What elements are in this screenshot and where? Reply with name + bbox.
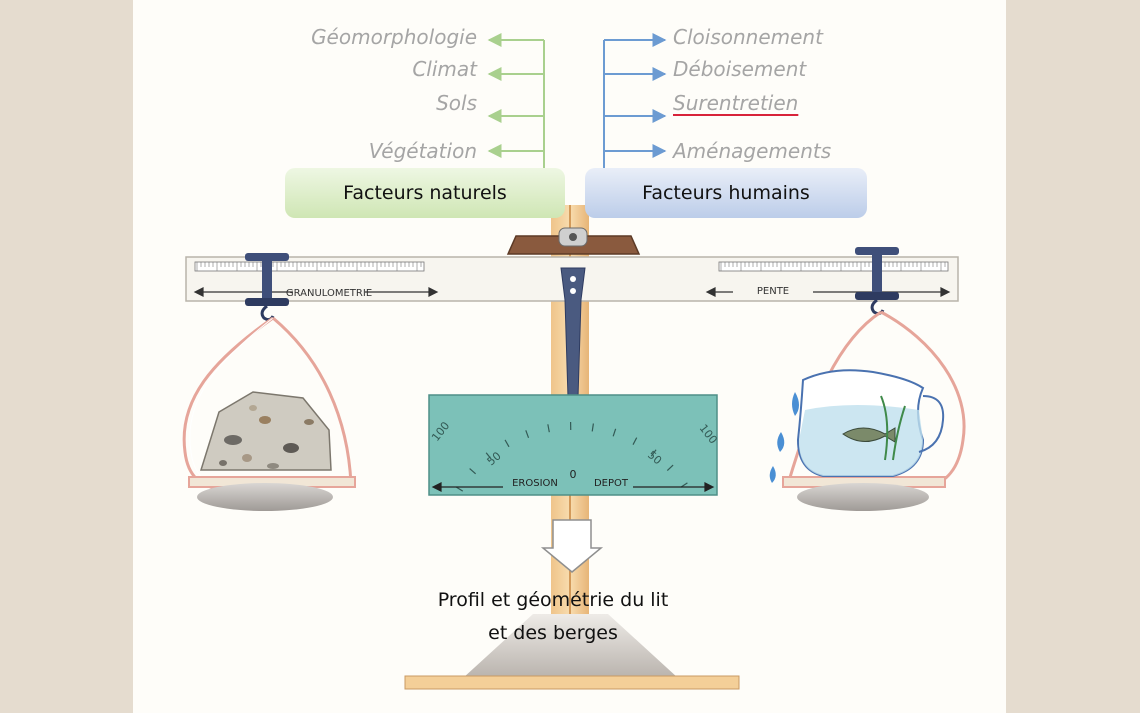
- human-factor-deboisement: Déboisement: [673, 57, 807, 81]
- natural-factor-sols: Sols: [436, 91, 477, 115]
- beam-right-label: PENTE: [757, 286, 789, 297]
- gauge-tick: [504, 439, 510, 448]
- water-jug: [796, 369, 945, 477]
- gauge-center-value: 0: [570, 468, 577, 481]
- right-slider: [855, 247, 899, 316]
- human-arrows: [603, 33, 667, 168]
- outcome-line-2: et des berges: [488, 622, 618, 644]
- outcome-arrow: [540, 519, 604, 573]
- balance-illustration: GRANULOMETRIE PENTE: [182, 33, 966, 690]
- natural-factor-climat: Climat: [412, 57, 477, 81]
- base-plate: [404, 675, 740, 690]
- scale-base: [463, 614, 678, 678]
- erosion-depot-gauge: [428, 394, 718, 496]
- natural-factors-title: Facteurs naturels: [343, 182, 507, 204]
- human-factors-box: Facteurs humains: [585, 168, 867, 218]
- beam-left-scale: [194, 261, 425, 272]
- beam-left-label: GRANULOMETRIE: [286, 288, 372, 299]
- left-pan: [182, 316, 356, 511]
- scale-diagram: GRANULOMETRIE PENTE: [133, 0, 1006, 713]
- outcome-text: Profil et géométrie du lit et des berges: [403, 584, 703, 650]
- natural-factor-vegetation: Végétation: [368, 139, 477, 163]
- gauge-tick: [485, 452, 492, 460]
- gauge-tick: [666, 464, 674, 471]
- beam-right-scale: [718, 261, 949, 272]
- outcome-line-1: Profil et géométrie du lit: [437, 589, 669, 611]
- natural-arrows: [487, 33, 545, 168]
- natural-factor-geomorphologie: Géomorphologie: [311, 25, 477, 49]
- sediment-rock: [199, 391, 332, 471]
- water-drops: [769, 392, 799, 483]
- gauge-left-label: EROSION: [512, 478, 558, 489]
- gauge-tick: [632, 437, 638, 445]
- human-factor-amenagements: Aménagements: [673, 139, 832, 163]
- gauge-tick: [591, 423, 594, 432]
- human-factors-title: Facteurs humains: [642, 182, 810, 204]
- gauge-tick: [525, 430, 530, 439]
- left-slider: [245, 253, 289, 322]
- gauge-tick: [612, 428, 617, 437]
- human-factor-surentretien: Surentretien: [673, 91, 799, 115]
- gauge-right-label: DEPOT: [594, 478, 629, 489]
- natural-factors-box: Facteurs naturels: [285, 168, 565, 218]
- gauge-tick: [469, 468, 477, 475]
- right-pan: [782, 310, 966, 511]
- human-factor-cloisonnement: Cloisonnement: [673, 25, 823, 49]
- gauge-tick: [650, 449, 657, 457]
- gauge-tick: [547, 424, 550, 433]
